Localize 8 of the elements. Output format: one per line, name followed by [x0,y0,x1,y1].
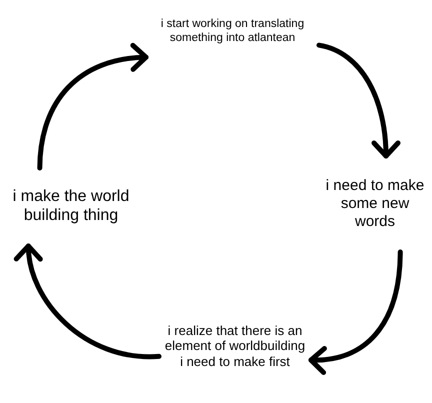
cycle-step-text: i realize that there is an element of worldbuilding i need to make first [164,323,306,369]
cycle-arrow [37,44,148,170]
cycle-arrow [316,42,400,158]
cycle-step-text: i start working on translating something into atlantean [160,18,306,46]
cycle-arrow [14,244,162,359]
cycle-step-text: i make the world building thing [12,188,130,226]
cycle-step-text: i need to make some new words [324,177,426,231]
cycle-arrow [308,250,403,374]
